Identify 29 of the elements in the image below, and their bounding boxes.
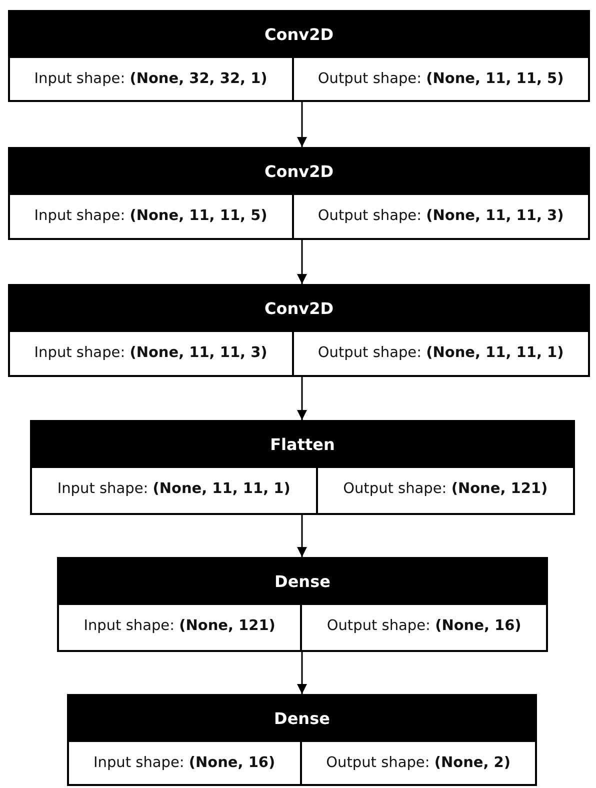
shape-text: Input shape: (None, 16) bbox=[69, 740, 300, 784]
arrow bbox=[297, 515, 307, 557]
layer-name: Flatten bbox=[32, 422, 573, 466]
layer-box bbox=[67, 694, 537, 786]
arrow bbox=[297, 377, 307, 420]
shape-text: Input shape: (None, 11, 11, 1) bbox=[32, 466, 316, 513]
shape-text: Output shape: (None, 11, 11, 1) bbox=[292, 330, 588, 375]
shape-text: Input shape: (None, 32, 32, 1) bbox=[10, 56, 292, 100]
layer-name: Conv2D bbox=[10, 286, 588, 330]
shape-text: Input shape: (None, 11, 11, 3) bbox=[10, 330, 292, 375]
shape-text: Output shape: (None, 121) bbox=[316, 466, 574, 513]
layer-name: Conv2D bbox=[10, 12, 588, 56]
shape-text: Output shape: (None, 2) bbox=[300, 740, 536, 784]
arrow bbox=[297, 102, 307, 147]
arrow bbox=[297, 240, 307, 284]
shape-text: Input shape: (None, 11, 11, 5) bbox=[10, 193, 292, 238]
layer-name: Dense bbox=[59, 559, 546, 603]
layer-box bbox=[57, 557, 548, 652]
arrow bbox=[297, 652, 307, 694]
layer-box bbox=[8, 147, 590, 240]
layer-name: Conv2D bbox=[10, 149, 588, 193]
shape-text: Input shape: (None, 121) bbox=[59, 603, 300, 650]
shape-text: Output shape: (None, 11, 11, 3) bbox=[292, 193, 588, 238]
shape-text: Output shape: (None, 16) bbox=[300, 603, 546, 650]
layer-name: Dense bbox=[69, 696, 535, 740]
layer-box bbox=[30, 420, 575, 515]
layer-box bbox=[8, 10, 590, 102]
shape-text: Output shape: (None, 11, 11, 5) bbox=[292, 56, 588, 100]
layer-box bbox=[8, 284, 590, 377]
